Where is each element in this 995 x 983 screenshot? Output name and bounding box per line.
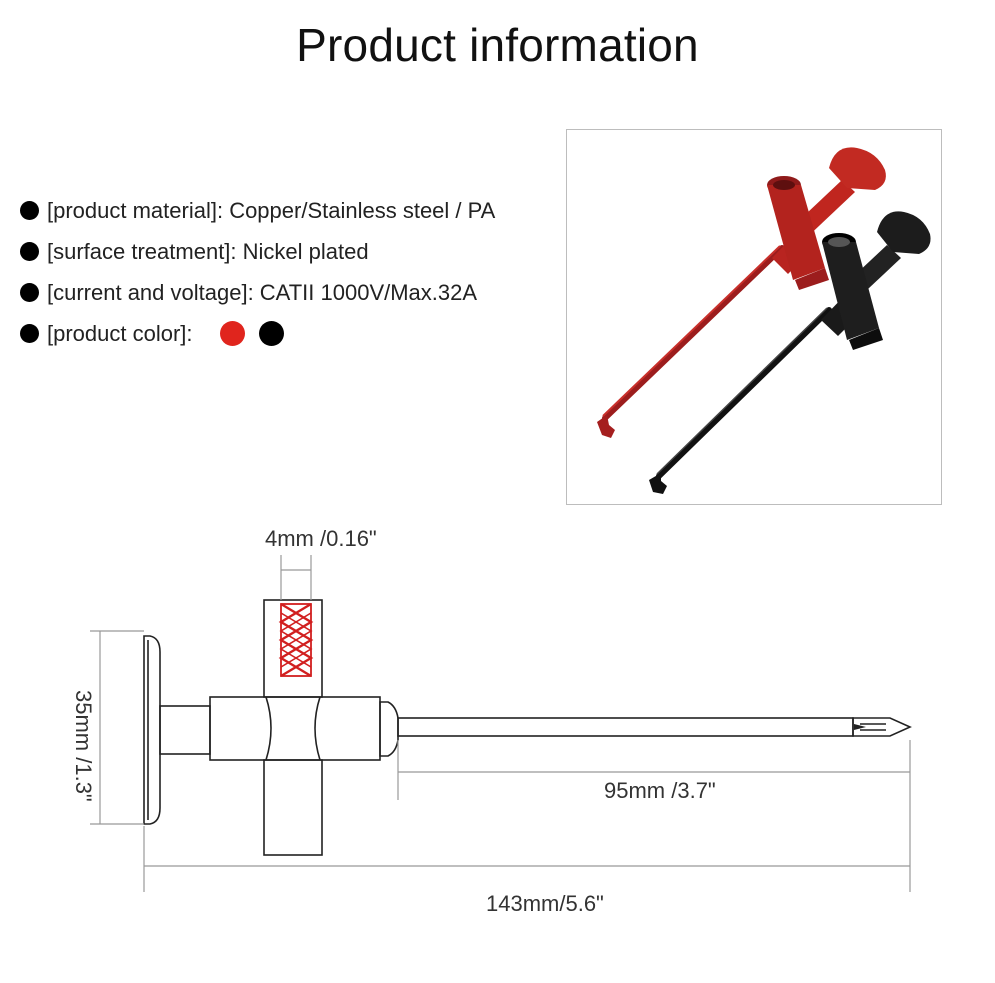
color-swatches [219, 321, 298, 346]
probe-bottom-grip [263, 759, 323, 856]
product-photo [566, 129, 942, 505]
dim-height-label: 35mm /1.3" [71, 690, 96, 802]
spec-current-voltage: [current and voltage]: CATII 1000V/Max.3… [20, 272, 495, 313]
probe-tip [852, 717, 912, 737]
spec-list: [product material]: Copper/Stainless ste… [20, 190, 495, 354]
bullet-icon [20, 201, 39, 220]
bullet-icon [20, 242, 39, 261]
socket-insert-hatch [278, 602, 314, 678]
probe-rear-shaft [159, 705, 211, 755]
black-probe-image [649, 211, 931, 494]
dimension-diagram: 4mm /0.16" 95mm /3.7" 143mm/5.6" 35mm /1… [71, 526, 912, 916]
probe-nose [379, 701, 399, 757]
spec-label: [product material]: Copper/Stainless ste… [47, 197, 496, 223]
bullet-icon [20, 324, 39, 343]
red-probe-image [597, 147, 886, 438]
probe-needle [397, 717, 854, 737]
spec-material: [product material]: Copper/Stainless ste… [20, 190, 495, 231]
color-swatch-red [219, 321, 245, 346]
spec-label: [product color]: [47, 320, 193, 346]
color-swatch-black [258, 321, 284, 346]
bullet-icon [20, 283, 39, 302]
probe-photo-illustration [597, 147, 931, 494]
spec-label: [current and voltage]: CATII 1000V/Max.3… [47, 279, 478, 305]
dim-total-label: 143mm/5.6" [486, 891, 604, 916]
spec-label: [surface treatment]: Nickel plated [47, 238, 369, 264]
spec-surface: [surface treatment]: Nickel plated [20, 231, 495, 272]
dim-hole-label: 4mm /0.16" [265, 526, 377, 551]
dim-needle-label: 95mm /3.7" [604, 778, 716, 803]
probe-end-cap [143, 635, 161, 825]
page-title: Product information [296, 19, 699, 71]
probe-body [209, 696, 381, 761]
spec-color: [product color]: [20, 313, 495, 354]
probe-top-socket [263, 599, 323, 698]
